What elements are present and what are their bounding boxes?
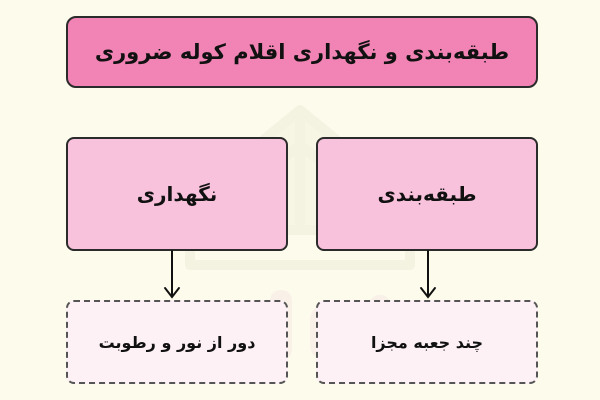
storage-node: نگهداری — [66, 137, 288, 251]
classification-leaf: چند جعبه مجزا — [316, 300, 538, 384]
diagram-title: طبقه‌بندی و نگهداری اقلام کوله ضروری — [66, 16, 538, 88]
storage-leaf: دور از نور و رطوبت — [66, 300, 288, 384]
classification-node: طبقه‌بندی — [316, 137, 538, 251]
